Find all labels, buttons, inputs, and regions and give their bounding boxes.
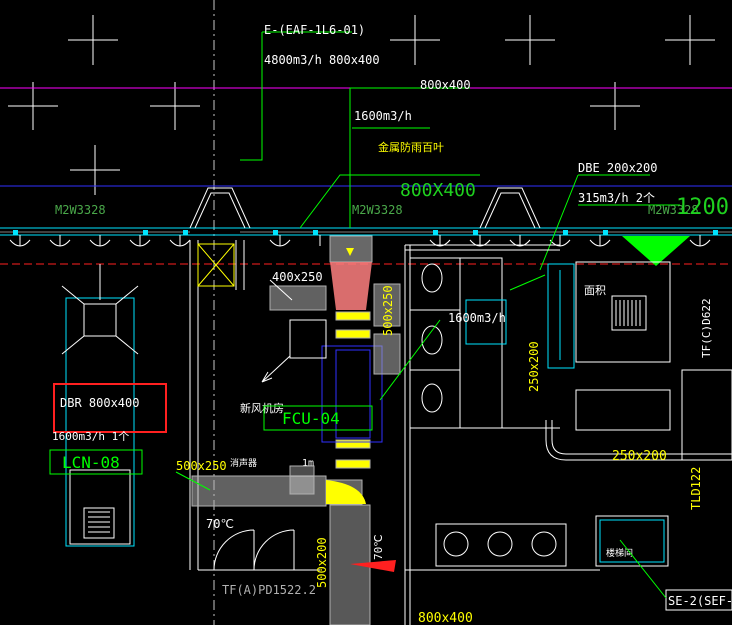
dbr-room	[61, 264, 139, 547]
duct-400x250-text: 400x250	[272, 270, 323, 284]
temp-70-left-text: 70℃	[206, 517, 234, 531]
window-marks	[9, 235, 711, 247]
grid-crosses	[8, 0, 715, 195]
double-door	[213, 529, 295, 571]
temp-70-right-text: 70℃	[372, 534, 385, 560]
m2w-left-text: M2W3328	[55, 203, 106, 217]
se-leader-line	[619, 539, 667, 599]
fcu-tag-box	[263, 405, 373, 431]
lcn-tag-box	[49, 449, 143, 475]
duct-250x200-v-text: 250x200	[527, 341, 541, 392]
dbr-highlight-box	[53, 383, 167, 433]
duct-1600-mid-text: 1600m3/h	[448, 311, 506, 325]
side-label-text: 面积	[584, 284, 606, 297]
red-wedge-marker	[350, 560, 396, 572]
duct-500x250-h-text: 500x250	[176, 459, 227, 473]
fan-arrows	[261, 279, 293, 383]
small-1m-text: 1m	[302, 458, 314, 469]
green-triangle-marker	[622, 236, 690, 266]
room-fresh-air-text: 新风机房	[240, 401, 284, 415]
metal-louver-text: 金属防雨百叶	[378, 140, 444, 154]
dbe-tag-text: DBE 200x200	[578, 161, 657, 175]
se-tag-box	[665, 589, 732, 611]
dbe-spec-text: 315m3/h 2个	[578, 191, 655, 205]
fcu-tag-text: FCU-04	[282, 409, 340, 428]
small-note-text: 消声器	[230, 457, 257, 469]
duct-1600-text: 1600m3/h	[354, 109, 412, 123]
restroom	[409, 257, 567, 567]
stairs-text: 楼梯间	[606, 547, 633, 559]
eaf-spec-text: 4800m3/h 800x400	[264, 53, 380, 67]
duct-500x250-v-text: 500x250	[381, 285, 395, 336]
curved-duct-white	[545, 420, 732, 461]
top-annotations: E-(EAF-1L6-01) 4800m3/h 800x400 800x400 …	[55, 23, 729, 220]
big-200-text: 1200	[676, 195, 729, 220]
dbr-spec-text: 1600m3/h 1个	[52, 430, 129, 443]
duct-250x200-h-text: 250x200	[612, 449, 667, 464]
yellow-damper	[326, 480, 366, 504]
curved-duct-white-inner	[551, 420, 732, 455]
m2w-mid-text: M2W3328	[352, 203, 403, 217]
m2w-right-text: M2W3328	[648, 203, 699, 217]
eaf-tag-text: E-(EAF-1L6-01)	[264, 23, 365, 37]
yellow-arrow-marker	[346, 248, 354, 256]
lcn-tag-text: LCN-08	[62, 453, 120, 472]
se-tag-text: SE-2(SEF-1	[668, 594, 732, 608]
leader-lines	[240, 31, 680, 271]
wall-bumps	[189, 187, 541, 229]
dbr-tag-text: DBR 800x400	[60, 396, 139, 410]
wall-markers	[13, 230, 718, 235]
duct-800x400-bottom-text: 800x400	[418, 611, 473, 625]
duct-500x200-v-text: 500x200	[315, 537, 329, 588]
curtain-wall	[0, 227, 732, 236]
right-area	[547, 261, 732, 567]
tf-right-v-text: TF(C)D622	[700, 298, 713, 358]
shaft-box	[197, 243, 235, 287]
tld-v-text: TLD122	[689, 467, 703, 510]
big-800x400-text: 800X400	[400, 180, 476, 201]
tf-bottom-text: TF(A)PD1522.2	[222, 583, 316, 597]
duct-800x400-top-text: 800x400	[420, 78, 471, 92]
leader-lines-lower	[175, 274, 546, 491]
building-walls	[189, 240, 600, 625]
